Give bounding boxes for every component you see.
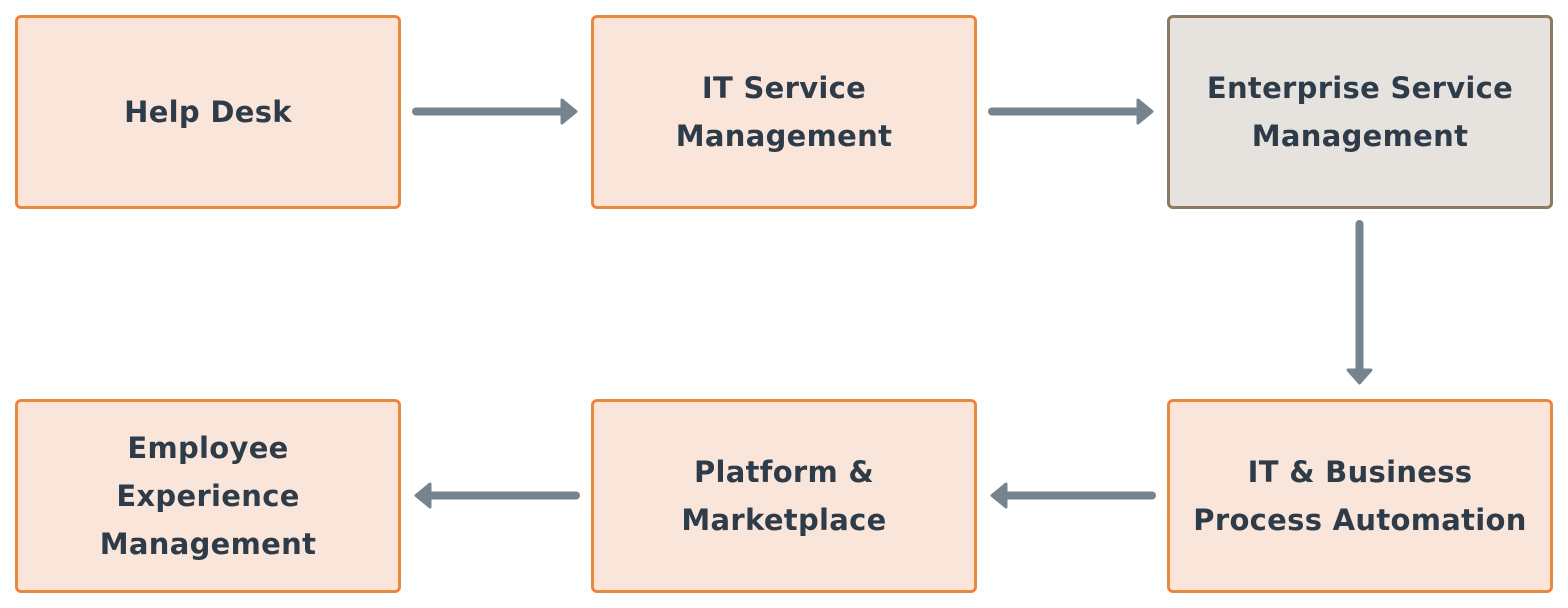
node-label: IT & Business Process Automation — [1193, 455, 1527, 537]
node-label: IT Service Management — [675, 71, 893, 153]
node-label: Employee Experience Management — [99, 431, 317, 561]
arrow-help-desk-to-itsm — [412, 98, 578, 125]
node-it-service-management: IT Service Management — [591, 15, 977, 209]
arrow-it-bpa-to-platform — [990, 482, 1156, 509]
node-platform-marketplace: Platform & Marketplace — [591, 399, 977, 593]
node-employee-experience-management: Employee Experience Management — [15, 399, 401, 593]
node-label: Platform & Marketplace — [681, 455, 887, 537]
node-it-business-process-automation: IT & Business Process Automation — [1167, 399, 1553, 593]
arrow-esm-to-it-bpa — [1346, 220, 1373, 385]
node-label: Help Desk — [124, 95, 292, 129]
node-help-desk: Help Desk — [15, 15, 401, 209]
node-enterprise-service-management: Enterprise Service Management — [1167, 15, 1553, 209]
arrow-platform-to-eem — [414, 482, 580, 509]
node-label: Enterprise Service Management — [1206, 71, 1514, 153]
arrow-itsm-to-esm — [988, 98, 1154, 125]
